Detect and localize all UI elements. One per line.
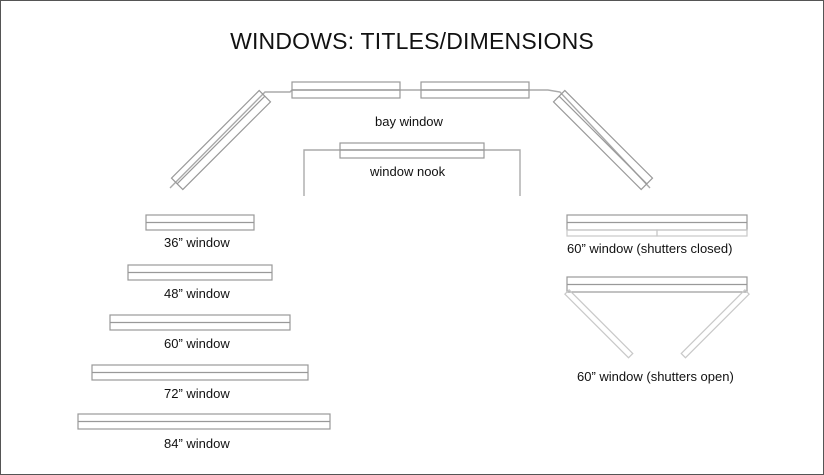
bay-right-pane [552,89,654,191]
bay-window-label: bay window [375,114,443,129]
window-nook-symbol [303,142,521,196]
window-60-shutters-closed-symbol [566,214,748,237]
diagram-title: WINDOWS: TITLES/DIMENSIONS [230,28,594,54]
window-60-symbol [109,314,291,331]
window-48-label: 48” window [164,286,230,301]
window-60-label: 60” window [164,336,230,351]
nook-window-pane [339,142,485,159]
window-nook-label: window nook [370,164,446,179]
bay-center-left-pane [291,81,401,99]
window-36-label: 36” window [164,235,230,250]
window-72-label: 72” window [164,386,230,401]
window-72-symbol [91,364,309,381]
window-36-symbol [145,214,255,231]
closed-shutter-right [656,229,748,237]
window-48-symbol [127,264,273,281]
open-shutter-left [564,289,634,359]
bay-center-right-pane [420,81,530,99]
closed-shutter-left [566,229,658,237]
bay-left-pane [170,89,272,191]
shutters-closed-label: 60” window (shutters closed) [567,241,733,256]
window-84-label: 84” window [164,436,230,451]
open-shutter-right [680,289,750,359]
window-60-shutters-open-symbol [564,276,750,359]
window-84-symbol [77,413,331,430]
shutters-open-label: 60” window (shutters open) [577,369,734,384]
bay-window-symbol [169,81,654,191]
